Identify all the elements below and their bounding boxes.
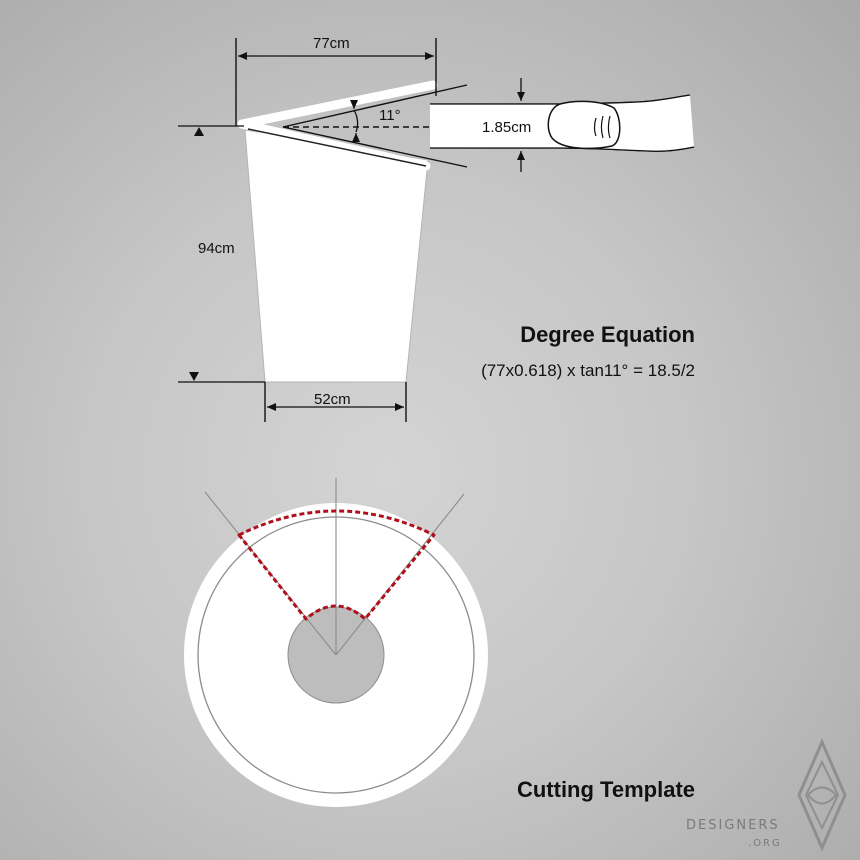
angle-arc xyxy=(353,109,359,133)
cutting-template xyxy=(184,478,488,807)
logo-wordmark: DESIGNERS xyxy=(686,818,780,833)
cup-body xyxy=(244,129,429,383)
designers-org-logo: DESIGNERS .ORG xyxy=(686,738,847,852)
gap-label: 1.85cm xyxy=(482,119,531,136)
height-marker-top xyxy=(194,127,204,136)
height-label: 94cm xyxy=(198,240,235,257)
guide-ray-right xyxy=(335,493,465,656)
cup-rim-top xyxy=(237,80,438,129)
width-top-label: 77cm xyxy=(313,35,350,52)
cutting-template-title: Cutting Template xyxy=(517,777,695,802)
finger-illustration xyxy=(430,94,695,152)
degree-equation-title: Degree Equation xyxy=(520,322,695,347)
width-bottom-label: 52cm xyxy=(314,391,351,408)
angle-line-lower xyxy=(282,126,468,168)
logo-suffix: .ORG xyxy=(748,838,782,849)
rim-edge-line xyxy=(247,128,427,167)
height-marker-bottom xyxy=(189,372,199,381)
cup-diagram: 11° 1.85cm 77cm 94cm xyxy=(178,35,695,422)
template-cut-line xyxy=(237,509,436,621)
degree-equation-formula: (77x0.618) x tan11° = 18.5/2 xyxy=(481,361,695,380)
angle-label: 11° xyxy=(379,107,401,124)
